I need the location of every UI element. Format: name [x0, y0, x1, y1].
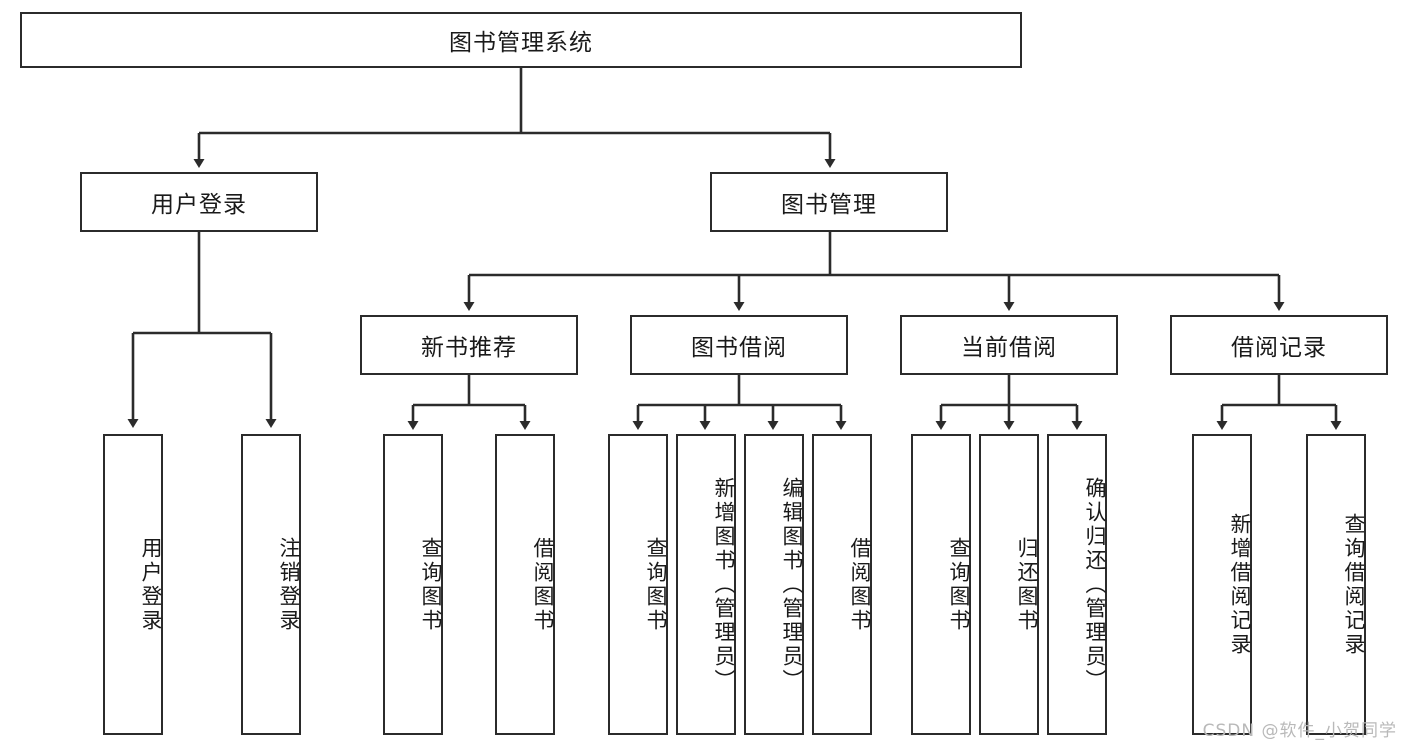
- node-label: 新书推荐: [421, 335, 517, 361]
- node-label: 图书借阅: [691, 335, 787, 361]
- node-root-system[interactable]: 图书管理系统: [20, 12, 1022, 68]
- node-label: 新增图书（管理员）: [712, 476, 736, 693]
- node-label: 当前借阅: [961, 335, 1057, 361]
- node-current-borrow[interactable]: 当前借阅: [900, 315, 1118, 375]
- node-label: 确认归还（管理员）: [1083, 476, 1107, 693]
- node-label: 查询图书: [419, 536, 443, 633]
- leaf-current-return-book[interactable]: 归还图书: [979, 434, 1039, 735]
- node-new-book-recommend[interactable]: 新书推荐: [360, 315, 578, 375]
- node-user-login[interactable]: 用户登录: [80, 172, 318, 232]
- node-label: 查询借阅记录: [1342, 512, 1366, 657]
- leaf-borrow-edit-book-admin[interactable]: 编辑图书（管理员）: [744, 434, 804, 735]
- node-book-management[interactable]: 图书管理: [710, 172, 948, 232]
- leaf-borrow-borrow-book[interactable]: 借阅图书: [812, 434, 872, 735]
- node-label: 借阅图书: [848, 536, 872, 633]
- leaf-recommend-borrow-book[interactable]: 借阅图书: [495, 434, 555, 735]
- leaf-current-confirm-return-admin[interactable]: 确认归还（管理员）: [1047, 434, 1107, 735]
- leaf-recommend-query-book[interactable]: 查询图书: [383, 434, 443, 735]
- node-label: 用户登录: [139, 536, 163, 633]
- leaf-records-add-record[interactable]: 新增借阅记录: [1192, 434, 1252, 735]
- node-label: 借阅图书: [531, 536, 555, 633]
- node-label: 注销登录: [277, 536, 301, 633]
- node-label: 编辑图书（管理员）: [780, 476, 804, 693]
- leaf-current-query-book[interactable]: 查询图书: [911, 434, 971, 735]
- leaf-records-query-record[interactable]: 查询借阅记录: [1306, 434, 1366, 735]
- node-label: 归还图书: [1015, 536, 1039, 633]
- node-label: 用户登录: [151, 192, 247, 218]
- node-label: 新增借阅记录: [1228, 512, 1252, 657]
- leaf-borrow-add-book-admin[interactable]: 新增图书（管理员）: [676, 434, 736, 735]
- node-label: 查询图书: [644, 536, 668, 633]
- node-label: 图书管理系统: [449, 30, 593, 56]
- leaf-user-login-signin[interactable]: 用户登录: [103, 434, 163, 735]
- node-borrow-records[interactable]: 借阅记录: [1170, 315, 1388, 375]
- node-label: 查询图书: [947, 536, 971, 633]
- node-label: 借阅记录: [1231, 335, 1327, 361]
- leaf-borrow-query-book[interactable]: 查询图书: [608, 434, 668, 735]
- leaf-user-login-signout[interactable]: 注销登录: [241, 434, 301, 735]
- node-label: 图书管理: [781, 192, 877, 218]
- node-book-borrow[interactable]: 图书借阅: [630, 315, 848, 375]
